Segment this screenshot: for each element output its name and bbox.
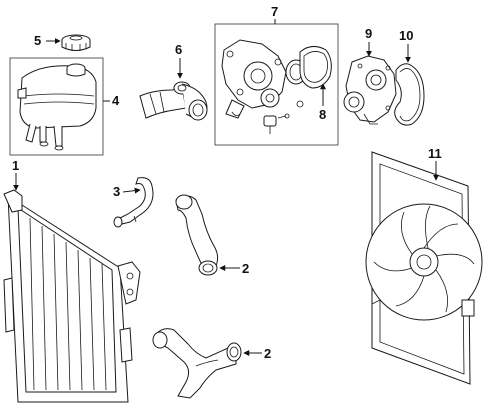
callout-11: 11 (428, 146, 442, 181)
radiator-part (3, 189, 141, 403)
water-pump-part (343, 55, 397, 125)
callout-label-2-upper: 2 (242, 261, 249, 276)
fan-assembly-part (365, 151, 483, 385)
callout-4: 4 (103, 93, 120, 108)
callout-10: 10 (399, 28, 413, 63)
callout-label-1: 1 (12, 158, 19, 173)
hose-part-6 (139, 81, 208, 121)
radiator-hose-lower (152, 328, 242, 399)
gasket-part (394, 63, 425, 126)
callout-3: 3 (113, 184, 141, 199)
callout-7: 7 (271, 4, 278, 24)
callout-label-11: 11 (428, 146, 442, 161)
callout-5: 5 (34, 33, 61, 48)
callout-1: 1 (12, 158, 19, 191)
callout-label-8: 8 (319, 107, 326, 122)
reservoir-cap-part (61, 34, 91, 51)
callout-9: 9 (365, 26, 372, 57)
water-pump-assembly-part (214, 23, 339, 146)
callout-2-lower: 2 (243, 346, 271, 361)
callout-6: 6 (175, 42, 183, 79)
callout-label-7: 7 (271, 4, 278, 19)
expansion-tank-part (9, 57, 104, 156)
small-hose-part-3 (113, 177, 154, 228)
callout-label-9: 9 (365, 26, 372, 41)
callout-label-2-lower: 2 (264, 346, 271, 361)
callout-label-3: 3 (113, 184, 120, 199)
callout-label-5: 5 (34, 33, 41, 48)
callout-label-6: 6 (175, 42, 182, 57)
callout-2-upper: 2 (219, 261, 249, 276)
callout-label-4: 4 (112, 93, 120, 108)
callout-label-10: 10 (399, 28, 413, 43)
radiator-hose-upper (175, 194, 219, 276)
callout-8: 8 (319, 83, 326, 122)
